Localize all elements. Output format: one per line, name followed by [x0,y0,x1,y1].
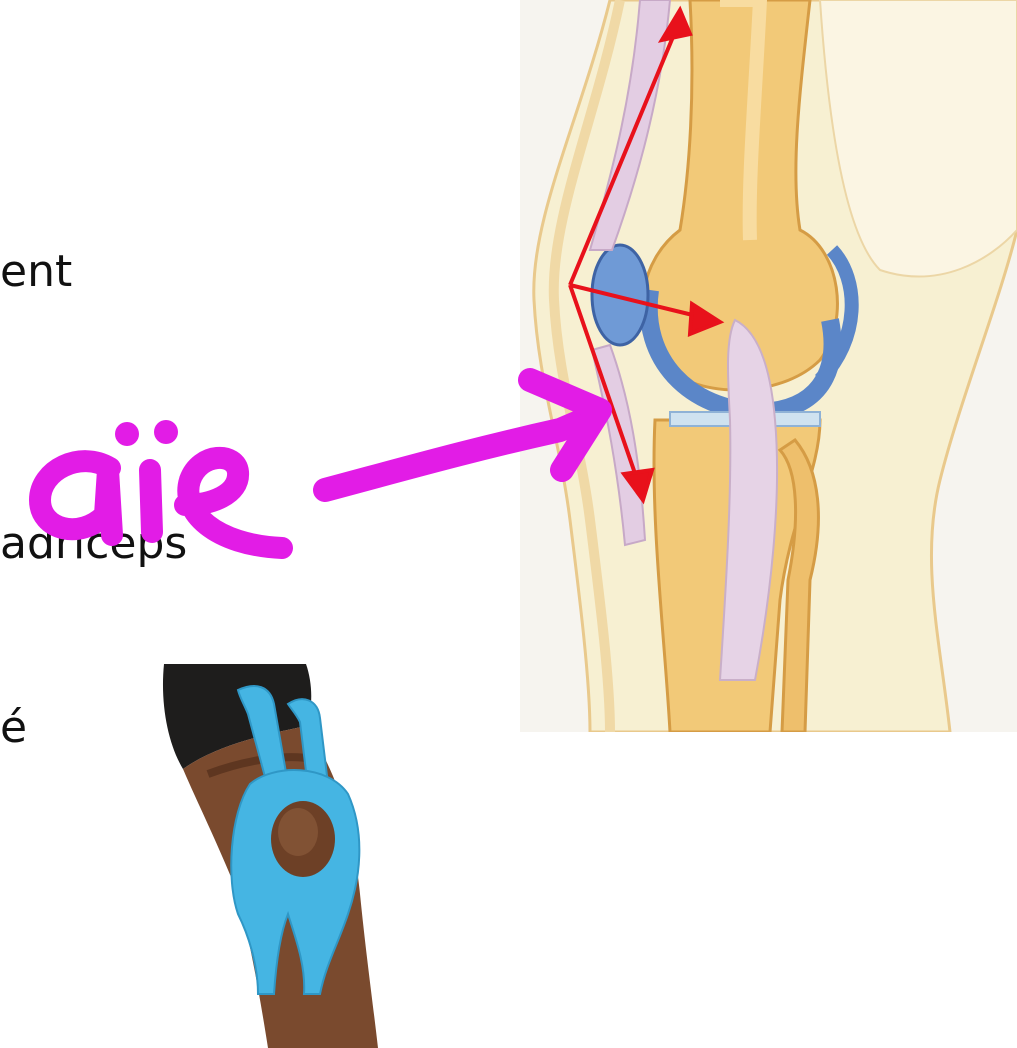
slide-text-line-3: é [0,706,27,750]
handwritten-umlaut-dots [115,420,178,446]
slide-text-line-1: ent [0,250,72,294]
kinesio-taped-knee-photo [98,664,488,1048]
knee-anatomy-illustration [520,0,1017,732]
slide-text-line-2: adriceps [0,522,187,566]
